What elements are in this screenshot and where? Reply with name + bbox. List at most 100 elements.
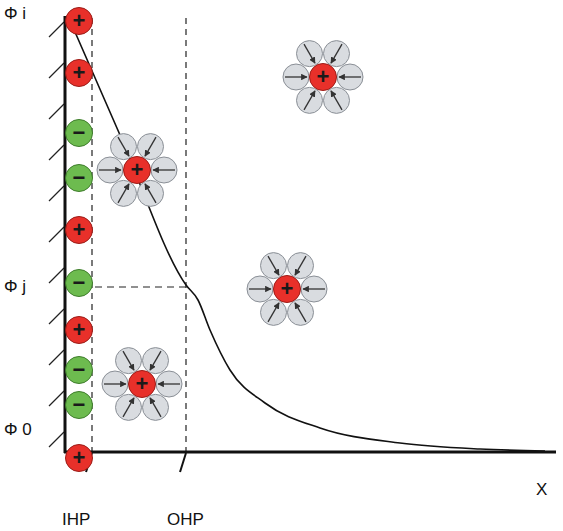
water-circle — [143, 348, 169, 374]
hatch-mark — [49, 391, 64, 406]
water-circle — [143, 394, 169, 420]
dipole-arrow — [303, 288, 325, 289]
hatch-mark — [49, 22, 64, 37]
hatch-mark — [49, 63, 64, 78]
ion-circle: + — [128, 370, 156, 398]
water-circle — [288, 299, 314, 325]
hatch-mark — [49, 145, 64, 160]
ion-circle: + — [65, 7, 93, 35]
charge-sign: + — [73, 10, 86, 32]
x-axis — [64, 451, 556, 454]
plane-label: OHP — [167, 510, 204, 530]
water-circle — [102, 371, 128, 397]
dipole-arrow — [104, 383, 126, 384]
dipole-arrow — [295, 256, 306, 275]
water-molecule — [301, 276, 327, 302]
charge-sign: + — [73, 219, 86, 241]
dipole-arrow — [268, 303, 279, 322]
dipole-arrow — [249, 288, 271, 289]
charge-sign: − — [73, 359, 86, 381]
dipole-arrow — [118, 137, 129, 156]
water-molecule — [297, 87, 323, 113]
dipole-arrow — [150, 351, 161, 370]
hydration-shells — [97, 41, 363, 421]
water-molecule — [324, 87, 350, 113]
water-circle — [151, 157, 177, 183]
charge-sign: − — [73, 394, 86, 416]
hatch-mark — [49, 104, 64, 119]
dipole-arrow — [99, 169, 121, 170]
charge-sign: + — [131, 159, 144, 181]
water-molecule — [288, 253, 314, 279]
ion-circle: + — [65, 59, 93, 87]
ion-circle: + — [123, 156, 151, 184]
water-molecule — [143, 394, 169, 420]
ion-circle: − — [65, 269, 93, 297]
potential-label: Φ j — [4, 277, 26, 297]
ion-circle: + — [65, 216, 93, 244]
water-molecule — [102, 371, 128, 397]
dipole-arrow — [158, 383, 180, 384]
dipole-arrow — [123, 351, 134, 370]
water-molecule — [324, 41, 350, 67]
ion-circle: − — [65, 119, 93, 147]
dipole-arrow — [304, 44, 315, 63]
axis-label: X — [536, 480, 547, 500]
water-circle — [247, 276, 273, 302]
dipole-arrow — [295, 303, 306, 322]
dipole-arrow — [145, 137, 156, 156]
dipole-arrow — [150, 398, 161, 417]
charge-sign: − — [73, 122, 86, 144]
dipole-arrow — [145, 184, 156, 203]
potential-curve — [68, 16, 545, 451]
hatch-mark — [49, 309, 64, 324]
ion-circle: − — [65, 356, 93, 384]
charge-sign: + — [73, 447, 86, 469]
dipole-arrow — [285, 76, 307, 77]
ion-circle: + — [65, 316, 93, 344]
dipole-arrow — [123, 398, 134, 417]
water-circle — [337, 64, 363, 90]
water-molecule — [156, 371, 182, 397]
dipole-arrow — [339, 76, 361, 77]
dipole-arrow — [331, 44, 342, 63]
dipole-arrow — [304, 91, 315, 110]
charge-sign: + — [73, 319, 86, 341]
water-molecule — [138, 134, 164, 160]
dipole-arrow — [331, 91, 342, 110]
hatch-mark — [49, 350, 64, 365]
water-circle — [138, 134, 164, 160]
water-circle — [138, 180, 164, 206]
phi-j-line — [95, 286, 186, 287]
water-circle — [97, 157, 123, 183]
plane-label: IHP — [62, 510, 90, 530]
ion-circle: + — [309, 63, 337, 91]
water-circle — [324, 87, 350, 113]
water-molecule — [97, 157, 123, 183]
ion-circle: + — [65, 444, 93, 472]
water-circle — [297, 87, 323, 113]
water-molecule — [288, 299, 314, 325]
water-molecule — [116, 394, 142, 420]
charge-sign: + — [136, 373, 149, 395]
charge-sign: − — [73, 272, 86, 294]
dipole-arrow — [268, 256, 279, 275]
charge-sign: + — [317, 66, 330, 88]
ohp-line — [185, 18, 186, 452]
water-circle — [301, 276, 327, 302]
water-molecule — [138, 180, 164, 206]
dipole-arrow — [118, 184, 129, 203]
electrode-hatching — [49, 22, 64, 447]
ion-circle: − — [65, 164, 93, 192]
water-molecule — [283, 64, 309, 90]
charge-sign: + — [281, 278, 294, 300]
water-circle — [283, 64, 309, 90]
hatch-mark — [49, 186, 64, 201]
hatch-mark — [49, 268, 64, 283]
water-molecule — [261, 299, 287, 325]
potential-label: Φ 0 — [4, 420, 32, 440]
water-circle — [261, 299, 287, 325]
water-molecule — [337, 64, 363, 90]
water-circle — [156, 371, 182, 397]
